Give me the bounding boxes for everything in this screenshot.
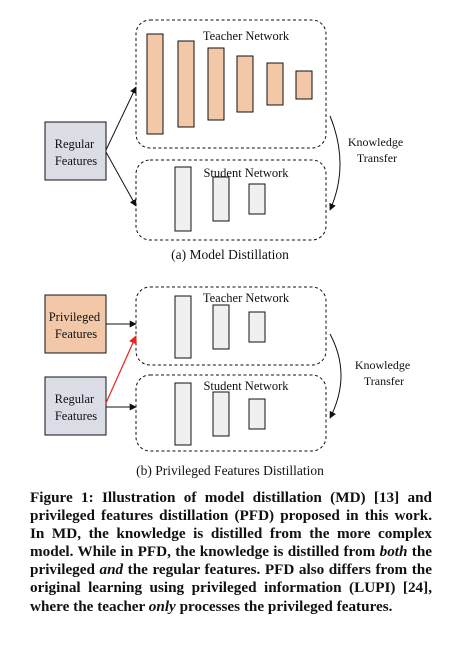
- arrow-regular-to-student: [105, 151, 137, 207]
- teacher-layer-6: [295, 70, 313, 100]
- distillation-figure: Regular Features Teacher Network Student…: [44, 19, 413, 478]
- regular-features-box-b: [44, 376, 107, 436]
- teacher-network-label-b: Teacher Network: [203, 291, 290, 305]
- teacher-layer-1: [146, 33, 164, 135]
- knowledge-transfer-label: Knowledge Transfer: [348, 135, 406, 165]
- student-b-layer-1: [174, 382, 192, 446]
- teacher-layer-5: [266, 62, 284, 106]
- regular-features-box: [44, 121, 107, 181]
- panel-model-distillation: Regular Features Teacher Network Student…: [44, 19, 406, 262]
- student-layers-b: [174, 382, 266, 446]
- student-b-layer-3: [248, 398, 266, 430]
- regular-features-label-b: Regular Features: [55, 392, 98, 423]
- panel-privileged-features-distillation: Privileged Features Regular Features Tea…: [44, 286, 413, 478]
- teacher-layer-3: [207, 47, 225, 121]
- knowledge-transfer-label-b: Knowledge Transfer: [355, 358, 413, 388]
- privileged-features-box: [44, 294, 107, 354]
- teacher-layers: [146, 33, 313, 135]
- regular-features-label: Regular Features: [55, 137, 98, 168]
- teacher-b-layer-2: [212, 304, 230, 350]
- subcaption-a: (a) Model Distillation: [171, 247, 289, 262]
- knowledge-transfer-arrow: [329, 115, 341, 211]
- figure-caption: Figure 1: Illustration of model distilla…: [30, 489, 433, 615]
- student-layers: [174, 166, 266, 232]
- student-network-label-b: Student Network: [203, 379, 289, 393]
- teacher-network-container: [135, 19, 327, 149]
- student-layer-2: [212, 176, 230, 222]
- arrow-regular-to-teacher-red: [105, 335, 137, 404]
- knowledge-transfer-arrow-b: [329, 333, 342, 419]
- student-layer-1: [174, 166, 192, 232]
- teacher-network-label: Teacher Network: [203, 29, 290, 43]
- student-b-layer-2: [212, 391, 230, 437]
- teacher-layer-2: [177, 40, 195, 128]
- subcaption-b: (b) Privileged Features Distillation: [136, 463, 324, 478]
- arrow-regular-to-teacher: [105, 86, 137, 151]
- teacher-b-layer-1: [174, 295, 192, 359]
- teacher-b-layer-3: [248, 311, 266, 343]
- teacher-layers-b: [174, 295, 266, 359]
- student-layer-3: [248, 183, 266, 215]
- teacher-layer-4: [236, 55, 254, 113]
- privileged-features-label: Privileged Features: [49, 310, 104, 341]
